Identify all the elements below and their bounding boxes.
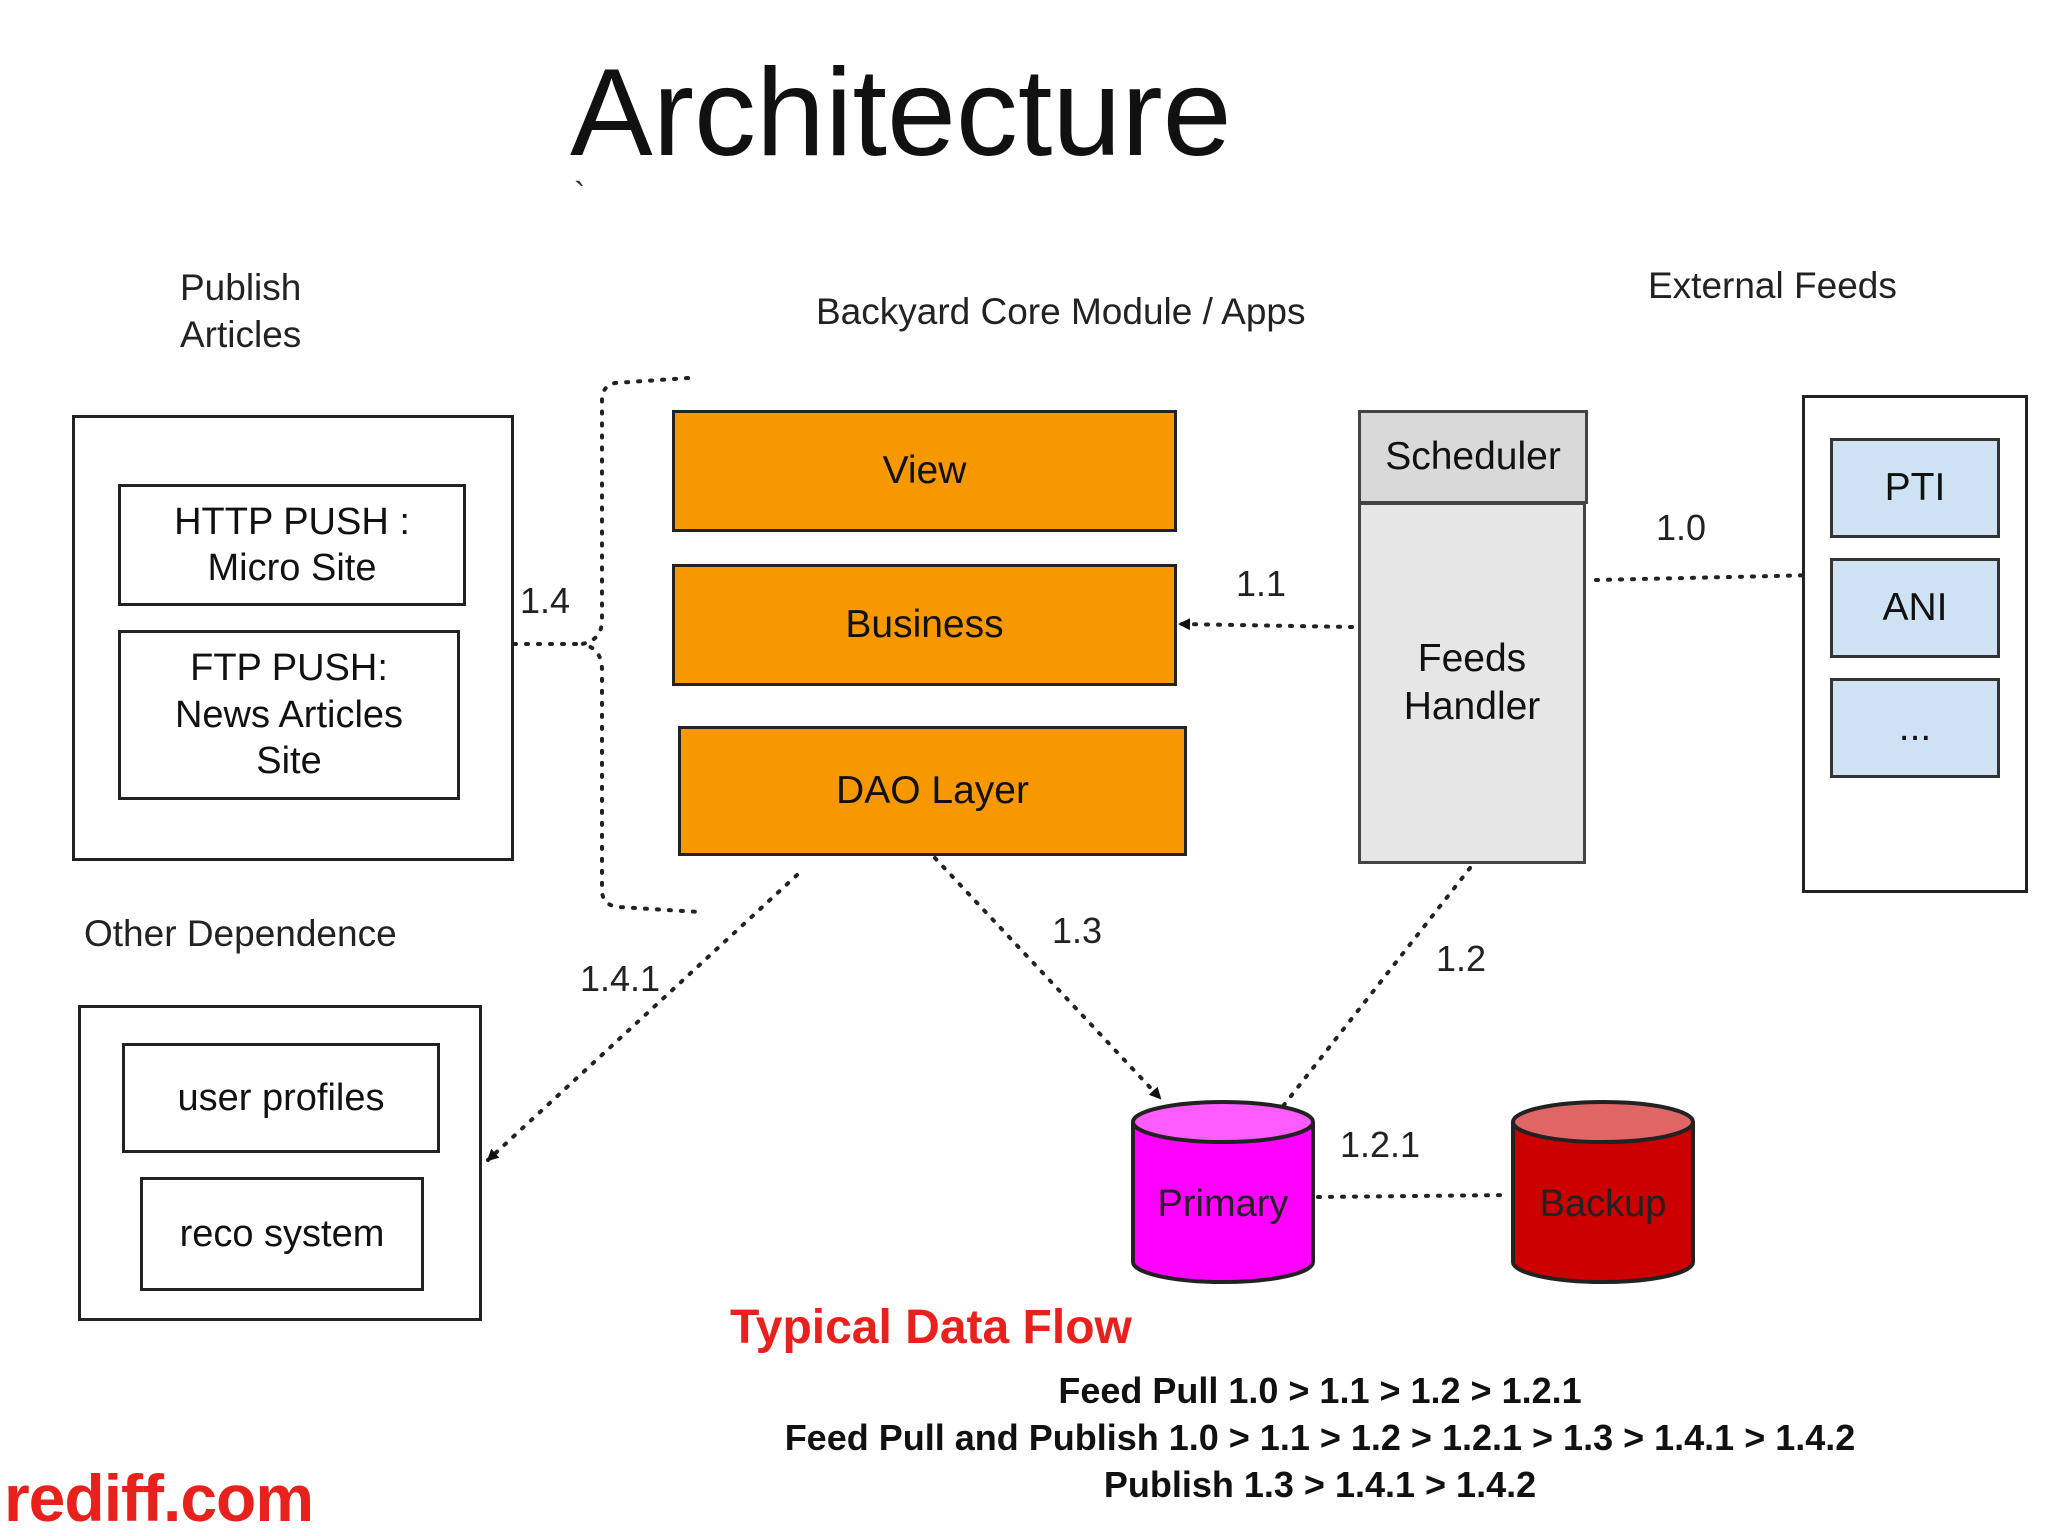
view-layer: View bbox=[672, 410, 1177, 532]
flow-line-1: Feed Pull 1.0 > 1.1 > 1.2 > 1.2.1 bbox=[1058, 1370, 1582, 1411]
edge-1-2-1 bbox=[1316, 1193, 1510, 1199]
edge-label-1-0: 1.0 bbox=[1656, 507, 1707, 548]
page-title: Architecture bbox=[570, 44, 1232, 182]
source-ani: ANI bbox=[1830, 558, 2000, 658]
ftp-push-box: FTP PUSH: News Articles Site bbox=[118, 630, 460, 800]
http-push-box: HTTP PUSH : Micro Site bbox=[118, 484, 466, 606]
flow-line-3: Publish 1.3 > 1.4.1 > 1.4.2 bbox=[1103, 1464, 1537, 1505]
edge-label-1-1: 1.1 bbox=[1236, 563, 1287, 604]
source-more: ... bbox=[1830, 678, 2000, 778]
primary-db bbox=[1131, 1100, 1315, 1284]
core-bracket bbox=[581, 376, 702, 914]
rediff-logo: rediff.com bbox=[4, 1461, 314, 1535]
flow-line-2: Feed Pull and Publish 1.0 > 1.1 > 1.2 > … bbox=[784, 1417, 1856, 1458]
dao-layer: DAO Layer bbox=[678, 726, 1187, 856]
edge-1-2 bbox=[1256, 866, 1472, 1140]
edge-label-1-2: 1.2 bbox=[1436, 938, 1487, 979]
flow-heading: Typical Data Flow bbox=[730, 1301, 1132, 1354]
backup-db bbox=[1511, 1100, 1695, 1284]
scheduler-box: Scheduler bbox=[1358, 410, 1588, 504]
edge-label-1-3: 1.3 bbox=[1052, 910, 1103, 951]
publish-articles-heading: Publish Articles bbox=[180, 267, 302, 356]
business-layer: Business bbox=[672, 564, 1177, 686]
reco-system-box: reco system bbox=[140, 1177, 424, 1291]
primary-db-label: Primary bbox=[1157, 1183, 1289, 1225]
backup-db-label: Backup bbox=[1539, 1183, 1667, 1225]
feeds-handler-box: Feeds Handler bbox=[1358, 502, 1586, 864]
external-feeds-heading: External Feeds bbox=[1648, 265, 1897, 306]
edge-1-0 bbox=[1594, 569, 1820, 582]
edge-label-1-2-1: 1.2.1 bbox=[1340, 1124, 1421, 1165]
edge-1-4-1 bbox=[486, 873, 799, 1162]
user-profiles-box: user profiles bbox=[122, 1043, 440, 1153]
edge-label-1-4-1: 1.4.1 bbox=[580, 958, 661, 999]
other-dependence-heading: Other Dependence bbox=[84, 913, 397, 954]
source-pti: PTI bbox=[1830, 438, 2000, 538]
stray-mark: ` bbox=[574, 176, 586, 214]
core-module-heading: Backyard Core Module / Apps bbox=[816, 291, 1306, 332]
edge-1-1 bbox=[1178, 618, 1354, 631]
edge-label-1-4: 1.4 bbox=[520, 580, 571, 621]
edge-1-3 bbox=[933, 856, 1162, 1100]
